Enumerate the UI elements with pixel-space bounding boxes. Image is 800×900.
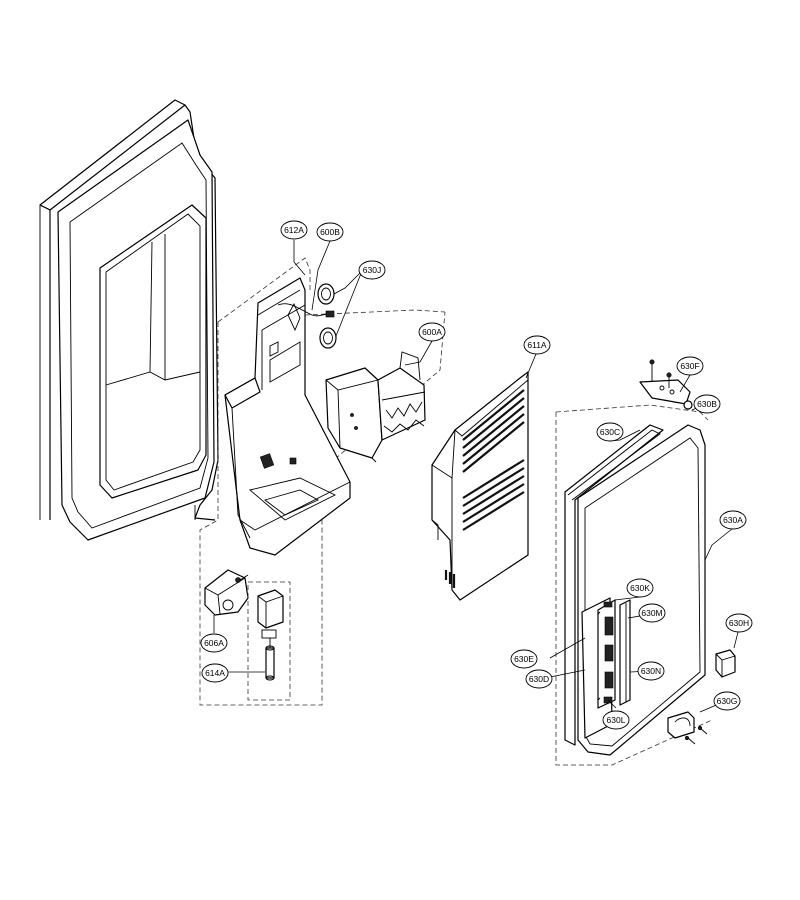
hinge-cap xyxy=(715,649,736,678)
callout-630K: 630K xyxy=(626,578,654,598)
vent-slots xyxy=(444,389,525,588)
callout-630D: 630D xyxy=(525,669,553,689)
callout-label: 630G xyxy=(717,696,738,706)
callout-611A: 611A xyxy=(523,335,551,355)
door-outer-shell xyxy=(39,99,219,541)
switch-pair xyxy=(317,283,337,349)
bottom-hinge xyxy=(667,711,708,745)
callout-630H: 630H xyxy=(725,613,753,633)
callout-630G: 630G xyxy=(713,691,741,711)
callout-label: 630A xyxy=(723,515,743,525)
ice-maker xyxy=(325,351,426,463)
callout-label: 630K xyxy=(630,583,650,593)
dispenser-housing-group xyxy=(199,257,446,706)
callout-label: 630E xyxy=(514,654,534,664)
callout-label: 630M xyxy=(641,608,662,618)
callout-630M: 630M xyxy=(638,603,666,623)
callout-600B: 600B xyxy=(316,222,344,242)
callout-630E: 630E xyxy=(510,649,538,669)
callout-630L: 630L xyxy=(602,710,630,730)
callout-630A: 630A xyxy=(719,510,747,530)
callout-label: 614A xyxy=(205,668,225,678)
callout-612A: 612A xyxy=(280,220,308,240)
callout-label: 630F xyxy=(680,361,699,371)
callout-label: 630H xyxy=(729,618,749,628)
callout-630N: 630N xyxy=(637,661,665,681)
callout-630F: 630F xyxy=(676,356,704,376)
callout-label: 630L xyxy=(607,715,626,725)
callout-630B: 630B xyxy=(693,394,721,414)
callout-label: 630B xyxy=(697,399,717,409)
dispenser-cover xyxy=(431,371,529,601)
callout-label: 630D xyxy=(529,674,549,684)
callout-label: 630J xyxy=(363,265,381,275)
callout-600A: 600A xyxy=(418,322,446,342)
callout-label: 630N xyxy=(641,666,661,676)
callout-606A: 606A xyxy=(200,633,228,653)
callout-label: 611A xyxy=(527,340,547,350)
callout-630J: 630J xyxy=(358,260,386,280)
leader-lines xyxy=(213,240,739,713)
callout-label: 612A xyxy=(284,225,304,235)
callout-label: 600A xyxy=(422,327,442,337)
dispenser-motor xyxy=(204,569,249,616)
callout-label: 630C xyxy=(600,427,620,437)
top-hinge xyxy=(639,359,693,410)
callout-label: 600B xyxy=(320,227,340,237)
solenoid-valve xyxy=(247,581,291,701)
callout-614A: 614A xyxy=(201,663,229,683)
callout-label: 606A xyxy=(204,638,224,648)
callout-630C: 630C xyxy=(596,422,624,442)
